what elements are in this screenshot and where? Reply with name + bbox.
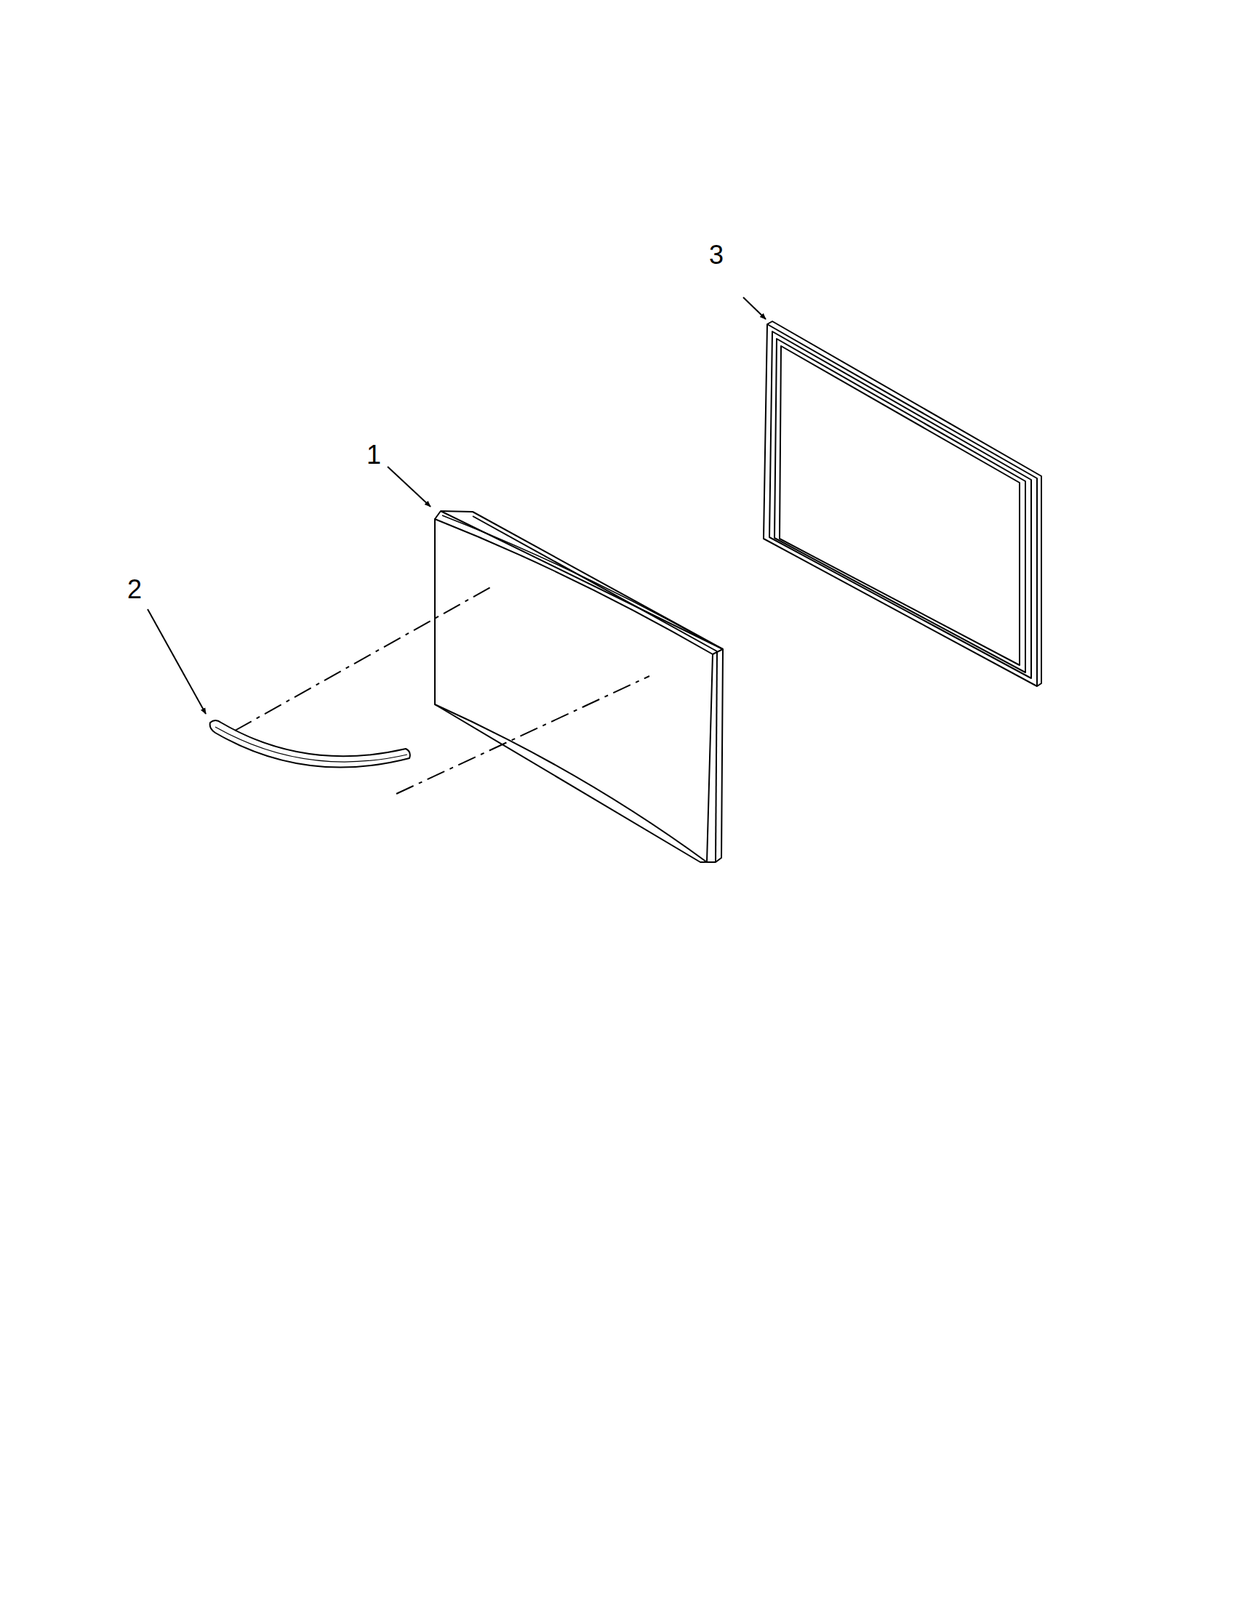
callout-number: 1 (366, 442, 382, 469)
alignment-line (234, 586, 650, 795)
door-gasket (763, 321, 1042, 687)
callout-number: 3 (709, 242, 724, 269)
leader-arrow (147, 297, 766, 715)
drawer-door (434, 511, 723, 863)
callout-number: 2 (127, 576, 142, 603)
